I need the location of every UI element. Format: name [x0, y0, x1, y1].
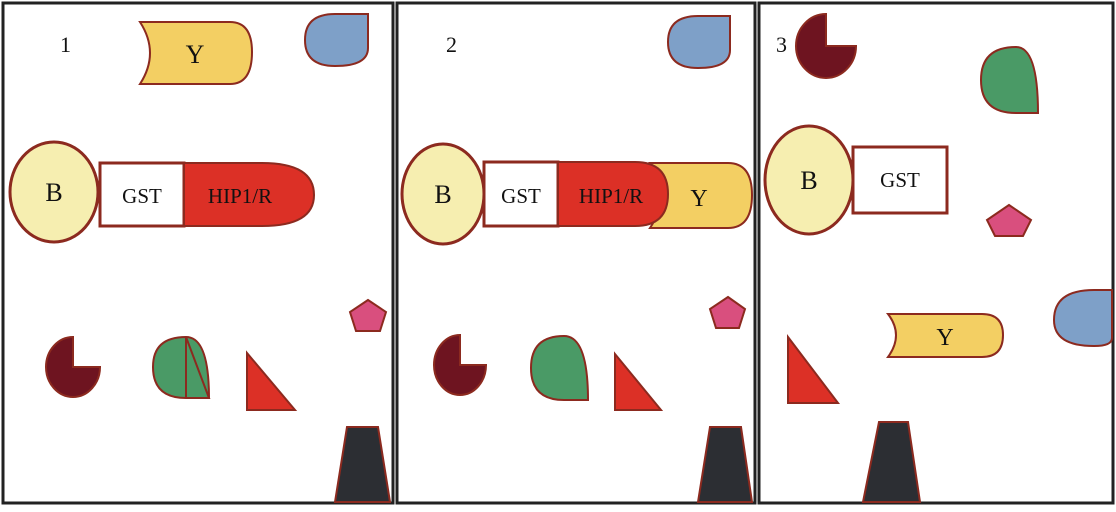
panel-3-number: 3	[776, 32, 787, 57]
panel-2-yeast-label: Y	[690, 186, 707, 212]
panel-1-gst-label: GST	[122, 184, 162, 208]
panel-1: 1 Y B GST HIP1/R	[3, 3, 393, 503]
panel-1-green-half-disc	[153, 337, 209, 398]
panel-2-bead-label: B	[434, 180, 451, 209]
panel-1-yeast-label: Y	[186, 40, 205, 69]
panel-1-blue-drop-shape	[305, 14, 368, 66]
panel-2: 2 B GST Y HIP1/R	[397, 3, 755, 503]
panel-2-frame	[397, 3, 755, 503]
panel-1-number: 1	[60, 32, 71, 57]
panel-2-blue-drop-shape	[668, 16, 730, 68]
panel-3-gst-label: GST	[880, 168, 920, 192]
panel-3: 3 B GST Y	[759, 3, 1113, 503]
panel-1-bead-label: B	[45, 178, 62, 207]
panel-3-green-half-disc	[981, 47, 1038, 113]
panel-3-yeast-label: Y	[936, 325, 953, 351]
panel-2-gst-label: GST	[501, 184, 541, 208]
panel-2-number: 2	[446, 32, 457, 57]
panel-1-hip1r-label: HIP1/R	[208, 184, 272, 208]
panel-3-bead-label: B	[800, 166, 817, 195]
panel-2-green-half-disc	[531, 336, 588, 400]
panel-3-frame	[759, 3, 1113, 503]
panel-3-blue-drop-shape	[1054, 290, 1112, 346]
panel-2-hip1r-label: HIP1/R	[579, 184, 643, 208]
